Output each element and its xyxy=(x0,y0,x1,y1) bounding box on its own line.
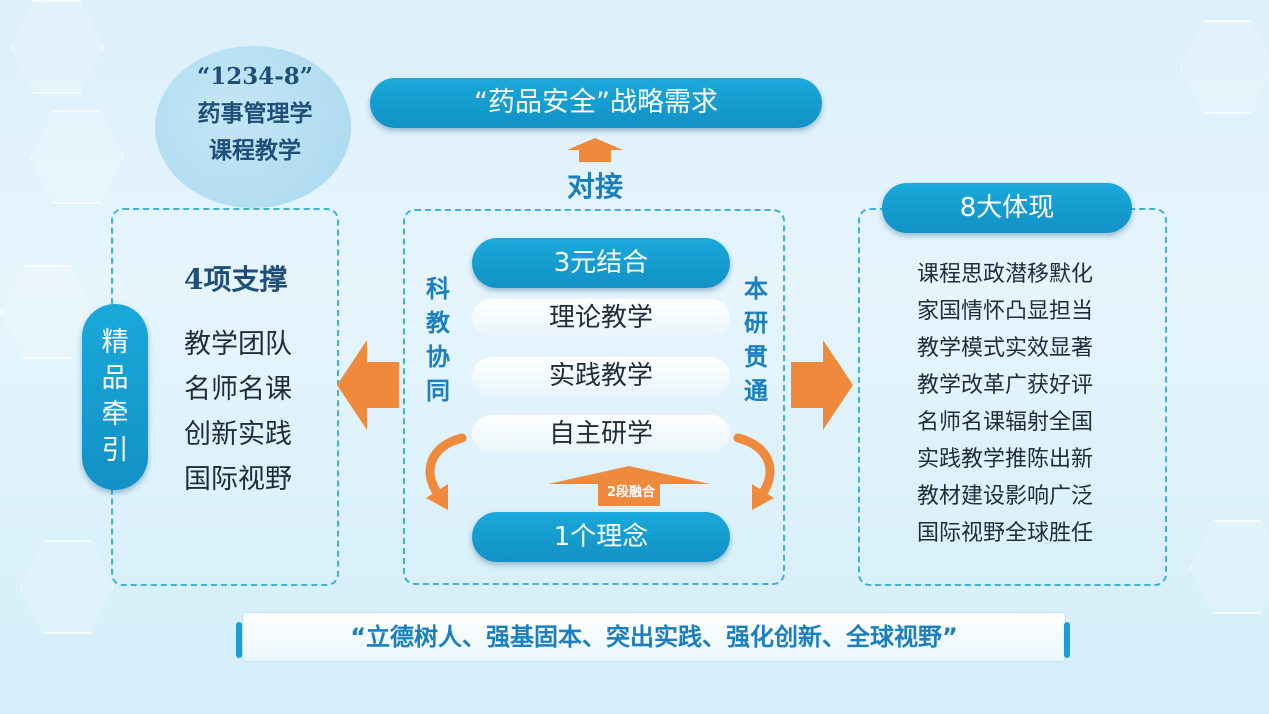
title-bubble xyxy=(155,46,351,208)
outcome-item: 国际视野全球胜任 xyxy=(917,521,1094,546)
outcome-item: 名师名课辐射全国 xyxy=(917,410,1094,435)
left-arrow-icon xyxy=(337,340,399,430)
one-concept-pill: 1个理念 xyxy=(472,512,730,562)
background-hex-decoration xyxy=(30,110,124,204)
right-arrow-icon xyxy=(791,340,853,430)
undergrad-research-char: 通 xyxy=(744,377,768,405)
fusion-label: 2段融合 xyxy=(606,485,656,500)
course-title-line2: 药事管理学 xyxy=(197,100,313,127)
teaching-mode-pill: 实践教学 xyxy=(472,357,730,395)
background-hex-decoration xyxy=(0,265,94,359)
support-item: 国际视野 xyxy=(184,464,292,495)
three-combo-pill: 3元结合 xyxy=(472,238,730,288)
course-title-line3: 课程教学 xyxy=(209,137,301,164)
support-item: 教学团队 xyxy=(184,329,292,360)
quality-lead-char: 牵 xyxy=(101,399,129,430)
undergrad-research-label: 本 研 贯 通 xyxy=(744,272,768,408)
outcome-item: 实践教学推陈出新 xyxy=(917,447,1094,472)
eight-outcomes-pill: 8大体现 xyxy=(882,183,1132,233)
curved-arrow-left-icon xyxy=(425,433,467,510)
quality-lead-char: 引 xyxy=(101,435,129,466)
outcome-item: 家国情怀凸显担当 xyxy=(917,299,1094,324)
motto-bar-right-cap xyxy=(1064,622,1070,658)
teaching-mode-pill: 理论教学 xyxy=(472,299,730,337)
motto-bar-left-cap xyxy=(236,622,242,658)
science-education-char: 教 xyxy=(426,309,450,337)
undergrad-research-char: 贯 xyxy=(744,343,768,371)
background-hex-decoration xyxy=(20,540,114,634)
science-education-char: 协 xyxy=(426,343,450,371)
background-hex-decoration xyxy=(1190,520,1269,614)
science-education-label: 科 教 协 同 xyxy=(426,272,450,408)
up-arrow-icon xyxy=(567,138,623,162)
science-education-char: 科 xyxy=(426,275,450,303)
quality-lead-pill: 精 品 牵 引 xyxy=(82,304,148,490)
background-hex-decoration xyxy=(1180,20,1269,114)
support-item: 名师名课 xyxy=(184,374,292,405)
support-title: 4项支撑 xyxy=(184,263,288,296)
quality-lead-char: 品 xyxy=(101,363,129,394)
teaching-mode-pill: 自主研学 xyxy=(472,415,730,453)
support-item: 创新实践 xyxy=(184,419,292,450)
course-title-line1: “1234-8” xyxy=(196,63,314,90)
core-section-box xyxy=(403,209,785,585)
motto-bar: “立德树人、强基固本、突出实践、强化创新、全球视野” xyxy=(242,612,1066,662)
outcome-item: 课程思政潜移默化 xyxy=(917,262,1094,287)
outcome-item: 教学改革广获好评 xyxy=(917,373,1094,398)
dock-label: 对接 xyxy=(566,170,623,203)
outcome-item: 教材建设影响广泛 xyxy=(917,484,1094,509)
background-hex-decoration xyxy=(10,0,104,94)
outcome-item: 教学模式实效显著 xyxy=(917,336,1094,361)
undergrad-research-char: 研 xyxy=(744,309,768,337)
curved-arrow-right-icon xyxy=(733,433,775,510)
quality-lead-char: 精 xyxy=(101,327,129,358)
drug-safety-goal-pill: “药品安全”战略需求 xyxy=(370,78,822,128)
course-title: “1234-8” 药事管理学 课程教学 xyxy=(170,58,340,169)
fusion-arrow-icon xyxy=(548,466,710,506)
science-education-char: 同 xyxy=(426,377,450,405)
undergrad-research-char: 本 xyxy=(744,275,768,303)
